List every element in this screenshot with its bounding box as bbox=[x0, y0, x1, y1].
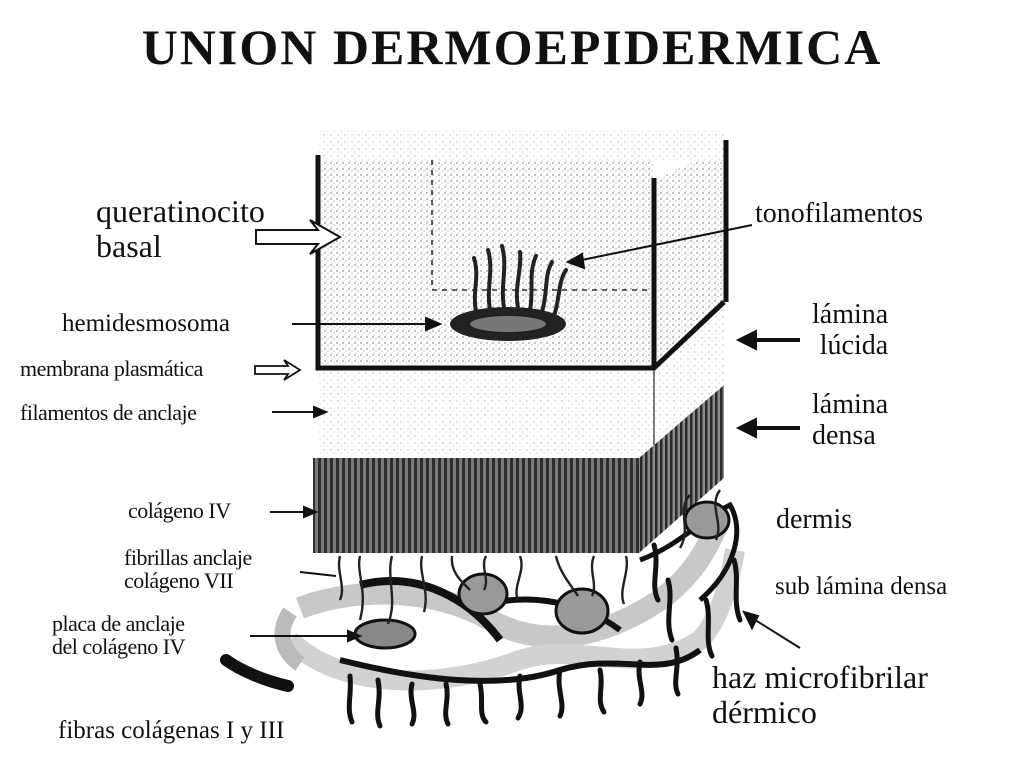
label-lamina-densa-2: densa bbox=[812, 419, 876, 451]
diagram-title: UNION DERMOEPIDERMICA bbox=[141, 19, 883, 75]
tonofilaments bbox=[472, 244, 568, 318]
label-lamina-lucida-1: lámina bbox=[812, 299, 889, 330]
label-lamina-lucida-2: lúcida bbox=[819, 329, 889, 361]
label-haz-microfibrilar: haz microfibrilar dérmico bbox=[712, 659, 928, 731]
label-lamina-densa: lámina densa bbox=[812, 389, 889, 452]
anchoring-fibrils bbox=[337, 489, 722, 625]
label-basal-keratinocyte: queratinocito basal bbox=[96, 193, 265, 265]
label-fibrillas-1: fibrillas anclaje bbox=[124, 545, 252, 570]
label-lamina-lucida: lámina lúcida bbox=[812, 299, 889, 362]
label-membrana-plasmatica: membrana plasmática bbox=[20, 356, 203, 381]
collagen-fibres bbox=[346, 542, 743, 729]
label-dermis: dermis bbox=[776, 504, 853, 535]
label-hemidesmosoma: hemidesmosoma bbox=[62, 310, 231, 337]
label-basal: basal bbox=[96, 228, 162, 265]
label-filamentos-anclaje: filamentos de anclaje bbox=[20, 400, 197, 425]
hemidesmosome bbox=[450, 307, 566, 341]
label-fibrillas-2: colágeno VII bbox=[124, 568, 234, 594]
label-fibras-colagenas: fibras colágenas I y III bbox=[58, 717, 285, 744]
label-sub-lamina-densa: sub lámina densa bbox=[775, 573, 948, 600]
lamina-densa-layer bbox=[313, 385, 724, 553]
label-tonofilamentos: tonofilamentos bbox=[755, 198, 923, 229]
label-fibrillas-anclaje: fibrillas anclaje colágeno VII bbox=[124, 546, 252, 592]
pointer-arrows bbox=[250, 219, 801, 649]
label-haz-1: haz microfibrilar bbox=[712, 659, 928, 695]
cell-outline bbox=[315, 140, 729, 371]
label-placa-1: placa de anclaje bbox=[52, 611, 185, 636]
lamina-lucida-layer bbox=[318, 302, 724, 455]
label-placa-anclaje: placa de anclaje del colágeno IV bbox=[52, 611, 186, 660]
label-lamina-densa-1: lámina bbox=[812, 389, 889, 420]
label-placa-2: del colágeno IV bbox=[52, 634, 186, 660]
dashed-guides bbox=[431, 160, 654, 291]
label-queratinocito: queratinocito bbox=[96, 193, 265, 229]
label-colageno-iv: colágeno IV bbox=[128, 498, 231, 523]
label-haz-2: dérmico bbox=[712, 694, 817, 731]
